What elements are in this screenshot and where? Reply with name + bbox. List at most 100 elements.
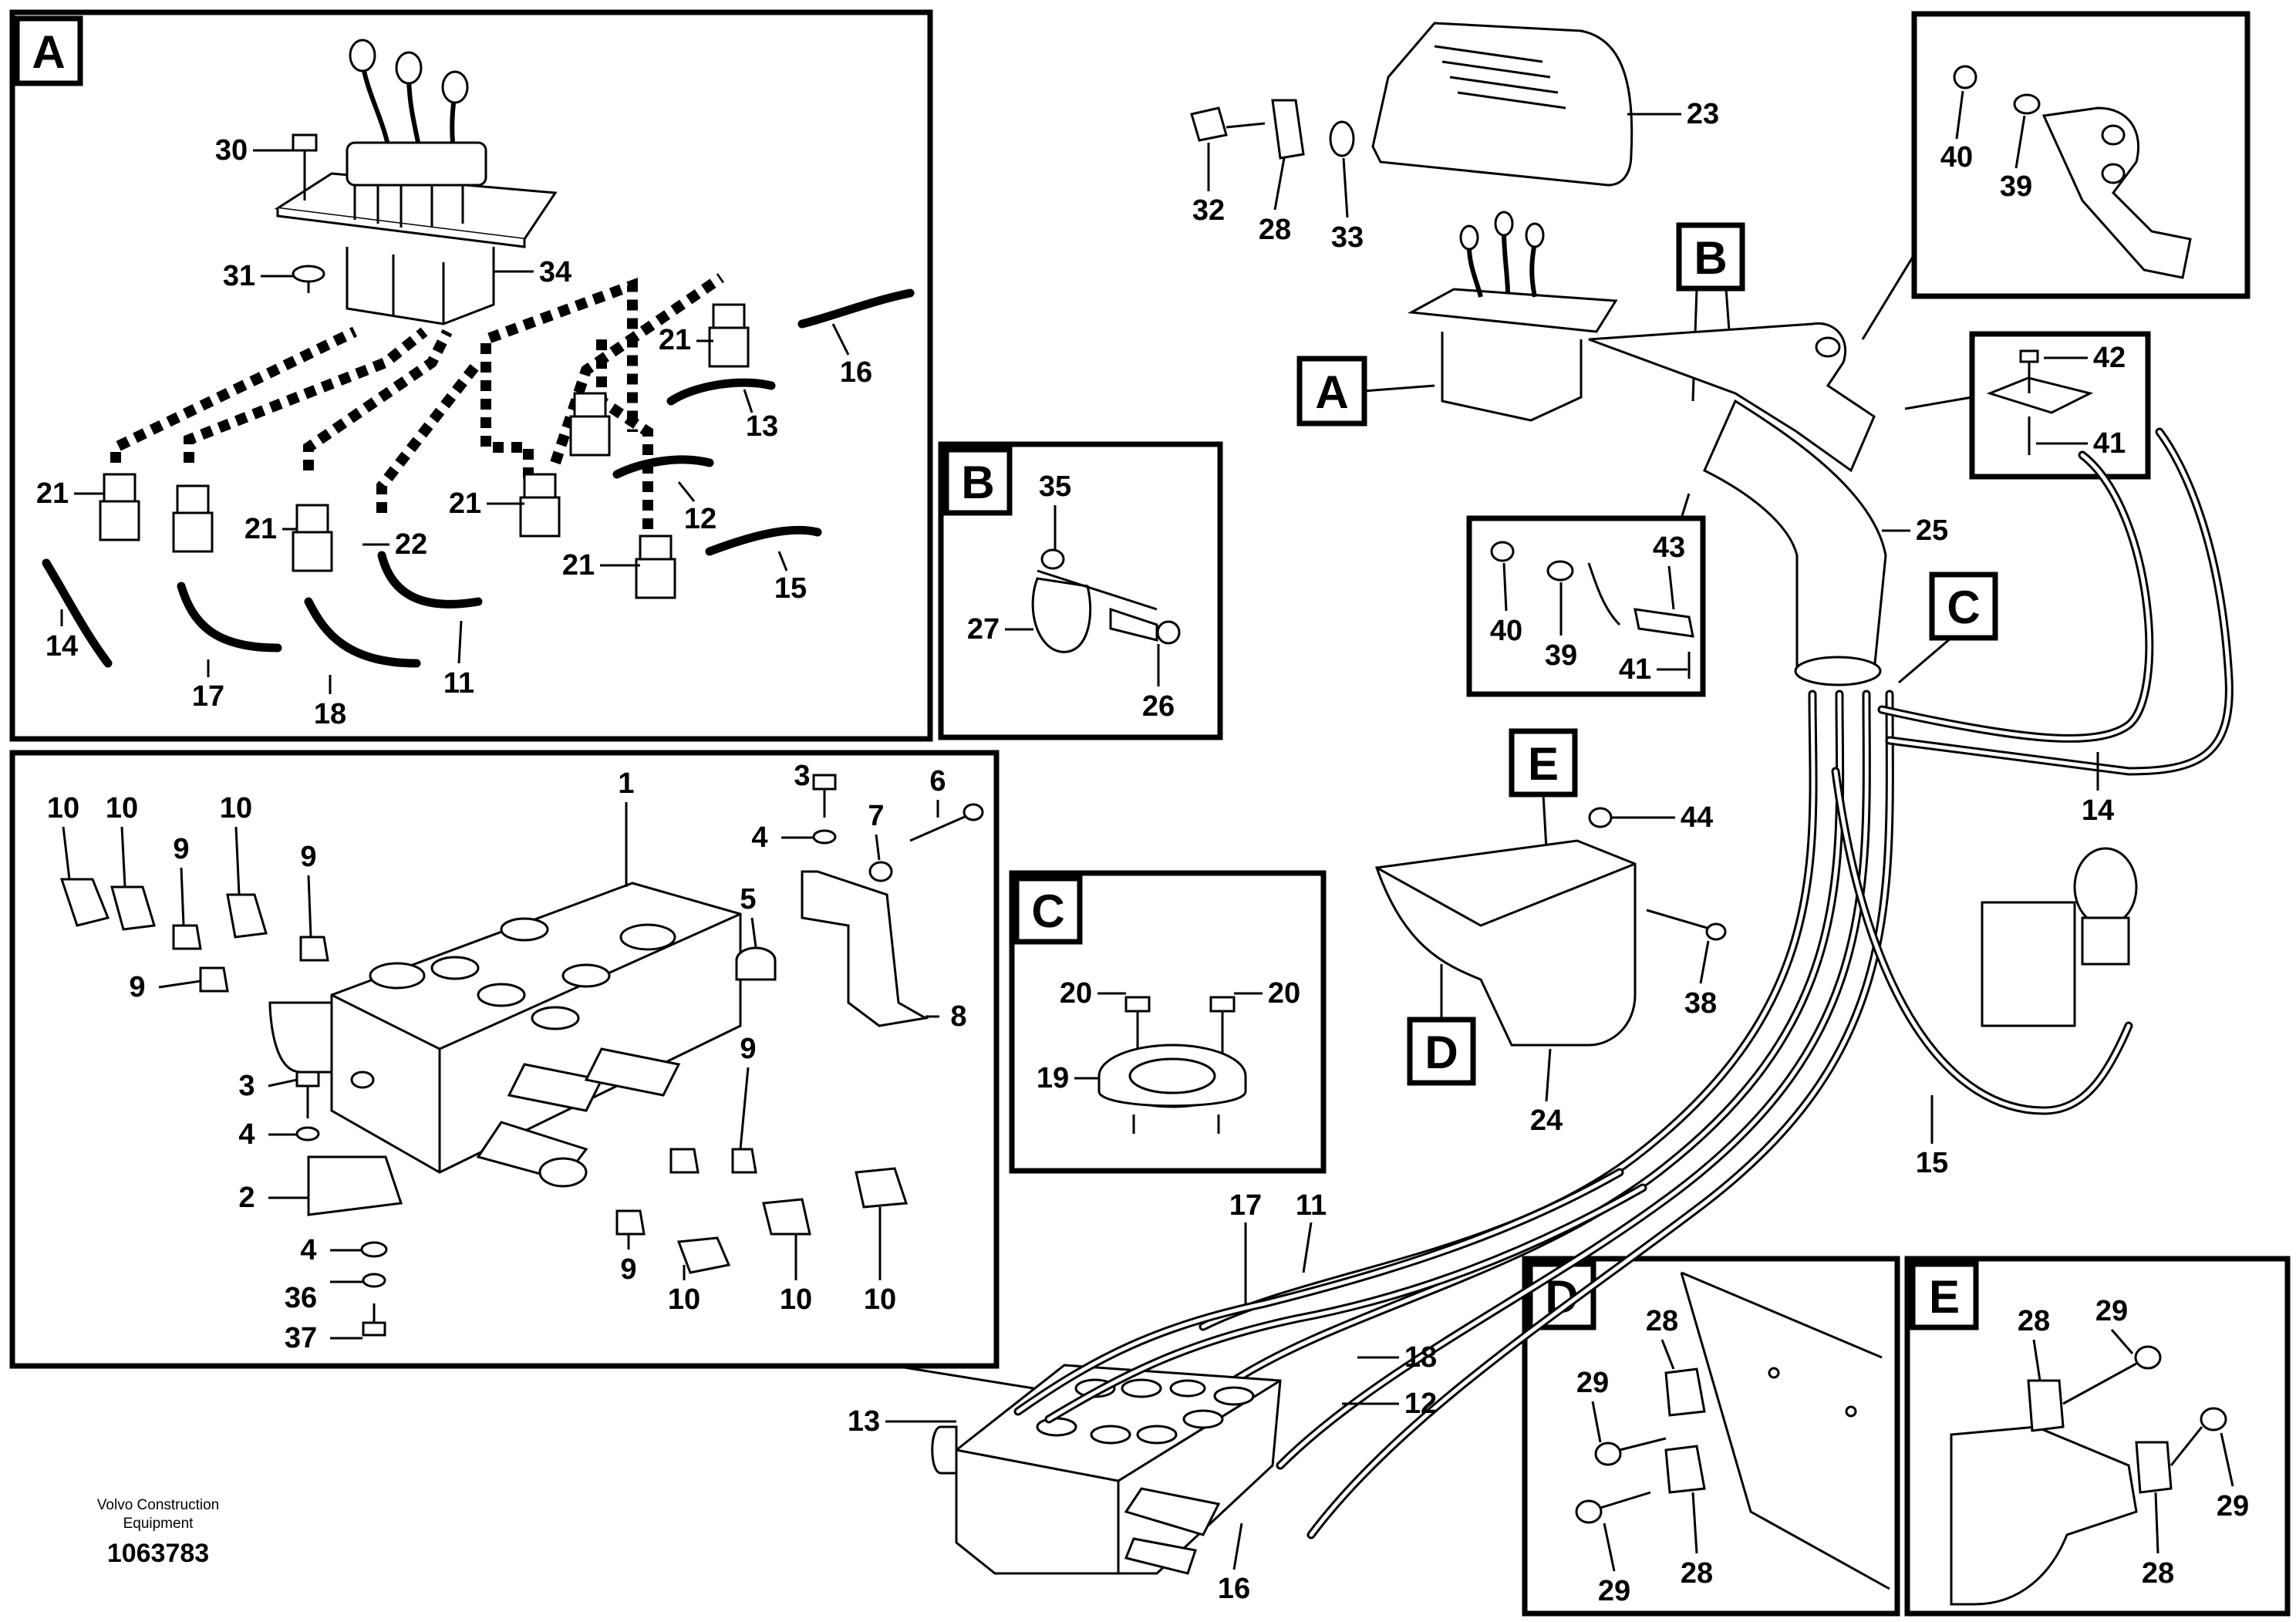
detail-frame-E <box>1904 1256 2291 1617</box>
part-label-29: 29 <box>1598 1575 1630 1607</box>
part-label-13: 13 <box>746 410 778 443</box>
part-label-7: 7 <box>868 800 884 832</box>
part-label-1: 1 <box>618 767 634 800</box>
part-label-21: 21 <box>244 513 277 545</box>
part-label-12: 12 <box>684 503 716 535</box>
part-label-42: 42 <box>2093 342 2126 374</box>
detail-D-drawing <box>1575 1271 1890 1590</box>
part-label-20: 20 <box>1268 977 1300 1010</box>
part-label-25: 25 <box>1916 514 1948 547</box>
pointer-bracket-frame <box>1861 254 1916 340</box>
part-label-39: 39 <box>1545 639 1577 672</box>
part-label-9: 9 <box>620 1253 636 1286</box>
part-label-32: 32 <box>1192 194 1225 227</box>
part-label-16: 16 <box>840 356 872 389</box>
detail-frame-clamp <box>1466 515 1706 697</box>
part-label-28: 28 <box>2018 1305 2050 1337</box>
part-label-17: 17 <box>1229 1189 1262 1222</box>
callout-E-detail: E <box>1910 1261 1979 1330</box>
part-label-15: 15 <box>1916 1147 1948 1179</box>
detail-frame-C <box>1009 870 1327 1174</box>
part-label-30: 30 <box>215 134 248 167</box>
callout-letter: A <box>1315 366 1348 418</box>
callout-letter: D <box>1424 1027 1458 1078</box>
part-label-39: 39 <box>2000 170 2032 203</box>
part-label-4: 4 <box>238 1118 255 1151</box>
part-label-31: 31 <box>223 260 255 292</box>
part-label-9: 9 <box>740 1033 756 1065</box>
plate-inset-drawing <box>1986 349 2094 455</box>
main-assembly-drawing <box>931 22 2234 1575</box>
part-label-13: 13 <box>848 1405 880 1438</box>
part-label-43: 43 <box>1653 531 1685 564</box>
part-label-8: 8 <box>950 1000 966 1033</box>
part-label-28: 28 <box>1646 1305 1678 1337</box>
part-label-37: 37 <box>285 1322 317 1354</box>
part-label-21: 21 <box>659 324 691 356</box>
part-label-14: 14 <box>2082 794 2114 827</box>
part-label-21: 21 <box>449 487 481 520</box>
callout-letter: E <box>1528 738 1559 790</box>
part-label-3: 3 <box>238 1070 255 1102</box>
part-label-10: 10 <box>864 1283 896 1316</box>
maker-credit: Volvo Construction Equipment <box>85 1496 231 1533</box>
maker-line-2: Equipment <box>123 1516 194 1532</box>
callout-letter: B <box>961 457 994 508</box>
part-label-4: 4 <box>751 821 767 854</box>
part-label-10: 10 <box>668 1283 700 1316</box>
part-label-41: 41 <box>1619 653 1651 686</box>
callout-C-main: C <box>1898 572 1998 684</box>
part-label-17: 17 <box>192 680 224 713</box>
part-label-18: 18 <box>1404 1341 1437 1374</box>
detail-frame-plate <box>1969 331 2151 480</box>
part-label-10: 10 <box>780 1283 812 1316</box>
callout-letter: E <box>1929 1271 1960 1323</box>
part-label-4: 4 <box>300 1234 316 1266</box>
callout-D-main: D <box>1407 964 1476 1086</box>
detail-frame-bracket <box>1911 11 2250 299</box>
callout-letter: C <box>1031 885 1064 937</box>
pointer-valve-frame <box>894 1364 1034 1390</box>
detail-A-drawing <box>42 39 915 668</box>
part-label-10: 10 <box>47 792 79 824</box>
part-label-40: 40 <box>1490 615 1522 647</box>
part-label-22: 22 <box>395 528 427 561</box>
part-label-6: 6 <box>929 765 946 798</box>
part-label-38: 38 <box>1684 987 1717 1020</box>
pointer-clamp-frame <box>1680 493 1691 519</box>
maker-line-1: Volvo Construction <box>96 1497 220 1513</box>
callout-E-main: E <box>1509 728 1578 849</box>
part-label-34: 34 <box>539 256 571 288</box>
part-label-24: 24 <box>1530 1104 1563 1137</box>
part-label-41: 41 <box>2093 427 2126 460</box>
part-label-36: 36 <box>285 1282 317 1314</box>
part-label-14: 14 <box>46 630 78 663</box>
part-label-12: 12 <box>1404 1388 1437 1420</box>
part-label-10: 10 <box>220 792 252 824</box>
detail-frame-B <box>938 441 1223 740</box>
detail-frame-D <box>1522 1256 1900 1617</box>
part-label-40: 40 <box>1940 141 1973 174</box>
part-label-27: 27 <box>967 613 1000 646</box>
pointer-plate-frame <box>1904 396 1973 410</box>
detail-B-drawing <box>1031 548 1181 653</box>
drawing-number: 1063783 <box>106 1539 210 1568</box>
detail-E-drawing <box>1950 1345 2227 1606</box>
callout-D-detail: D <box>1527 1261 1596 1330</box>
callout-letter: A <box>32 26 65 78</box>
callout-A-main: A <box>1296 356 1435 427</box>
part-label-29: 29 <box>2095 1295 2128 1327</box>
callout-C-detail: C <box>1013 875 1083 945</box>
part-label-9: 9 <box>129 971 145 1003</box>
part-label-18: 18 <box>314 698 346 730</box>
callout-B-main: B <box>1676 222 1745 402</box>
part-label-28: 28 <box>1681 1557 1713 1590</box>
part-labels: 30 31 34 21 16 13 21 21 21 22 12 21 15 1… <box>36 90 2249 1607</box>
part-label-28: 28 <box>1259 214 1291 246</box>
part-label-23: 23 <box>1687 98 1719 130</box>
part-label-10: 10 <box>106 792 138 824</box>
part-label-33: 33 <box>1331 221 1364 254</box>
detail-C-drawing <box>1097 996 1247 1134</box>
detail-frame-A <box>9 9 933 742</box>
